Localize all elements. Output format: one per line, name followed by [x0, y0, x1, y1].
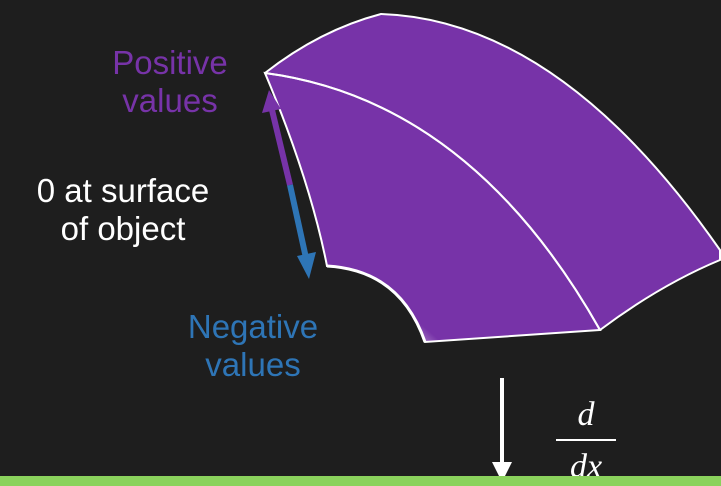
negative-direction-arrow-shaft	[287, 184, 309, 259]
zero-surface-label: 0 at surface of object	[0, 172, 246, 248]
signed-distance-diagram	[262, 12, 721, 476]
object-surface	[326, 264, 427, 343]
negative-label-line-1: Negative	[187, 308, 319, 345]
zero-label-line-1: 0 at surface	[36, 172, 210, 209]
positive-direction-arrow-shaft	[269, 109, 293, 186]
derivative-arrowhead	[492, 462, 512, 476]
positive-values-label: Positive values	[70, 44, 270, 120]
zero-label-line-2: of object	[60, 210, 186, 247]
band-divider-line	[264, 72, 601, 331]
positive-label-line-2: values	[122, 82, 218, 119]
negative-label-line-2: values	[205, 346, 301, 383]
positive-direction-arrowhead	[262, 90, 281, 113]
positive-label-line-1: Positive	[112, 44, 228, 81]
negative-values-label: Negative values	[153, 308, 353, 384]
derivative-numerator: d	[577, 396, 595, 433]
negative-direction-arrowhead	[297, 252, 316, 279]
footer-bar	[0, 476, 721, 486]
